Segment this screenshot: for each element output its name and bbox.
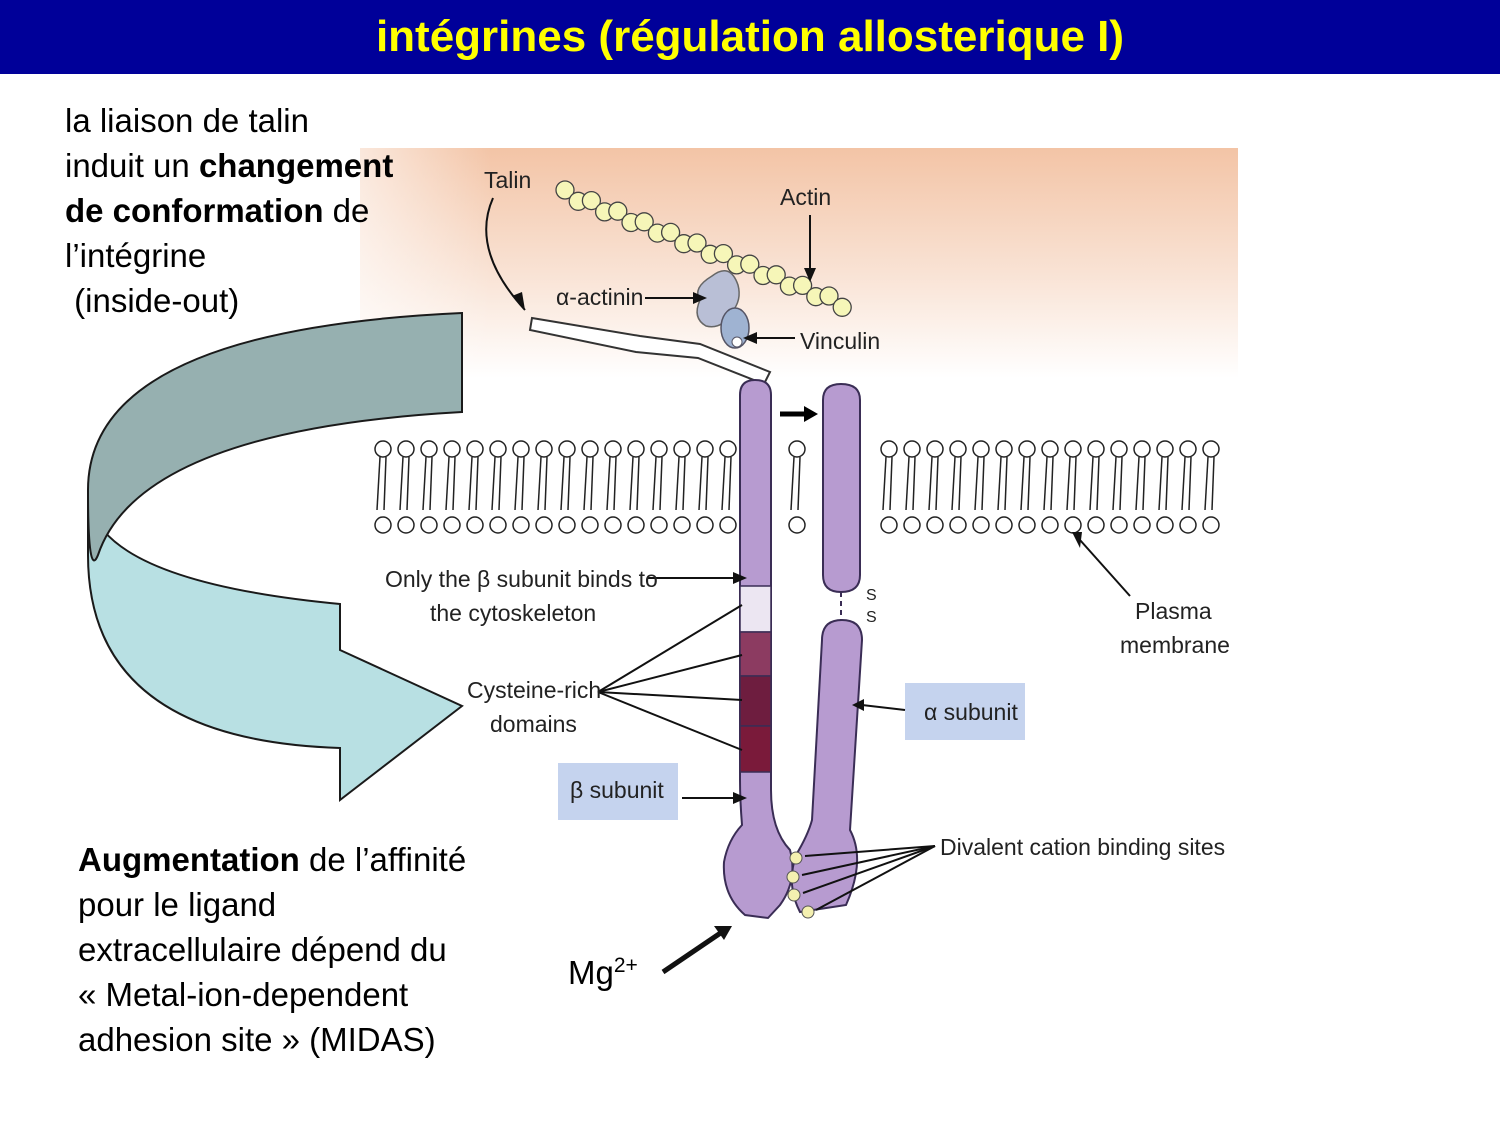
plasma-membrane-bilayer <box>374 440 1220 534</box>
cation-binding-sites <box>786 851 815 919</box>
annotation-arrowheads <box>512 268 1082 804</box>
only-beta-label-1: Only the β subunit binds to <box>385 566 658 592</box>
curved-arrow-lower <box>87 489 464 803</box>
slide-title: intégrines (régulation allosterique I) <box>0 0 1500 74</box>
disulfide-s-1: S <box>866 587 877 604</box>
top-line-3: de conformation de <box>65 188 393 233</box>
top-line-5: (inside-out) <box>65 282 240 319</box>
cysteine-label-1: Cysteine-rich <box>467 677 601 703</box>
bottom-line-1-text: de l’affinité <box>299 841 467 878</box>
top-line-3-bold: de conformation <box>65 192 324 229</box>
alpha-subunit-box <box>905 683 1025 740</box>
plasma-label-2: membrane <box>1120 632 1230 658</box>
bottom-line-3: extracellulaire dépend du <box>78 931 447 968</box>
bottom-description: Augmentation de l’affinité pour le ligan… <box>78 837 466 1062</box>
divalent-label: Divalent cation binding sites <box>940 834 1225 860</box>
annotation-lines <box>485 197 1131 911</box>
vinculin-label: Vinculin <box>800 328 880 354</box>
plasma-label-1: Plasma <box>1135 598 1212 624</box>
disulfide-s-2: S <box>866 609 877 626</box>
alpha-subunit-label: α subunit <box>924 699 1018 725</box>
mg-sup: 2+ <box>613 954 638 977</box>
bottom-line-5: adhesion site » (MIDAS) <box>78 1021 436 1058</box>
cysteine-label-2: domains <box>490 711 577 737</box>
top-line-1: la liaison de talin <box>65 102 309 139</box>
alpha-subunit-rod <box>790 382 864 914</box>
mg-ion-label: Mg2+ <box>568 954 638 992</box>
bottom-line-4: « Metal-ion-dependent <box>78 976 409 1013</box>
bottom-line-2: pour le ligand <box>78 886 277 923</box>
alpha-actinin-label: α-actinin <box>556 284 643 310</box>
mg-arrow <box>661 929 724 975</box>
top-line-2-text: induit un <box>65 147 199 184</box>
top-line-4: l’intégrine <box>65 237 207 274</box>
mg-base: Mg <box>568 954 614 991</box>
vinculin-molecule <box>720 307 750 349</box>
beta-subunit-rod <box>722 378 794 920</box>
actin-label: Actin <box>780 184 831 210</box>
top-line-3-text: de <box>323 192 370 229</box>
beta-subunit-box <box>558 763 678 820</box>
curved-arrow-upper <box>86 311 463 562</box>
actin-filament <box>555 180 852 317</box>
bottom-line-1: Augmentation de l’affinité <box>78 837 466 882</box>
top-description: la liaison de talin induit un changement… <box>65 98 393 323</box>
bottom-line-1-bold: Augmentation <box>78 841 300 878</box>
only-beta-label-2: the cytoskeleton <box>430 600 596 626</box>
top-line-2: induit un changement <box>65 143 393 188</box>
beta-subunit-label: β subunit <box>570 777 664 803</box>
talin-label: Talin <box>484 167 531 193</box>
top-line-2-bold: changement <box>198 147 394 184</box>
